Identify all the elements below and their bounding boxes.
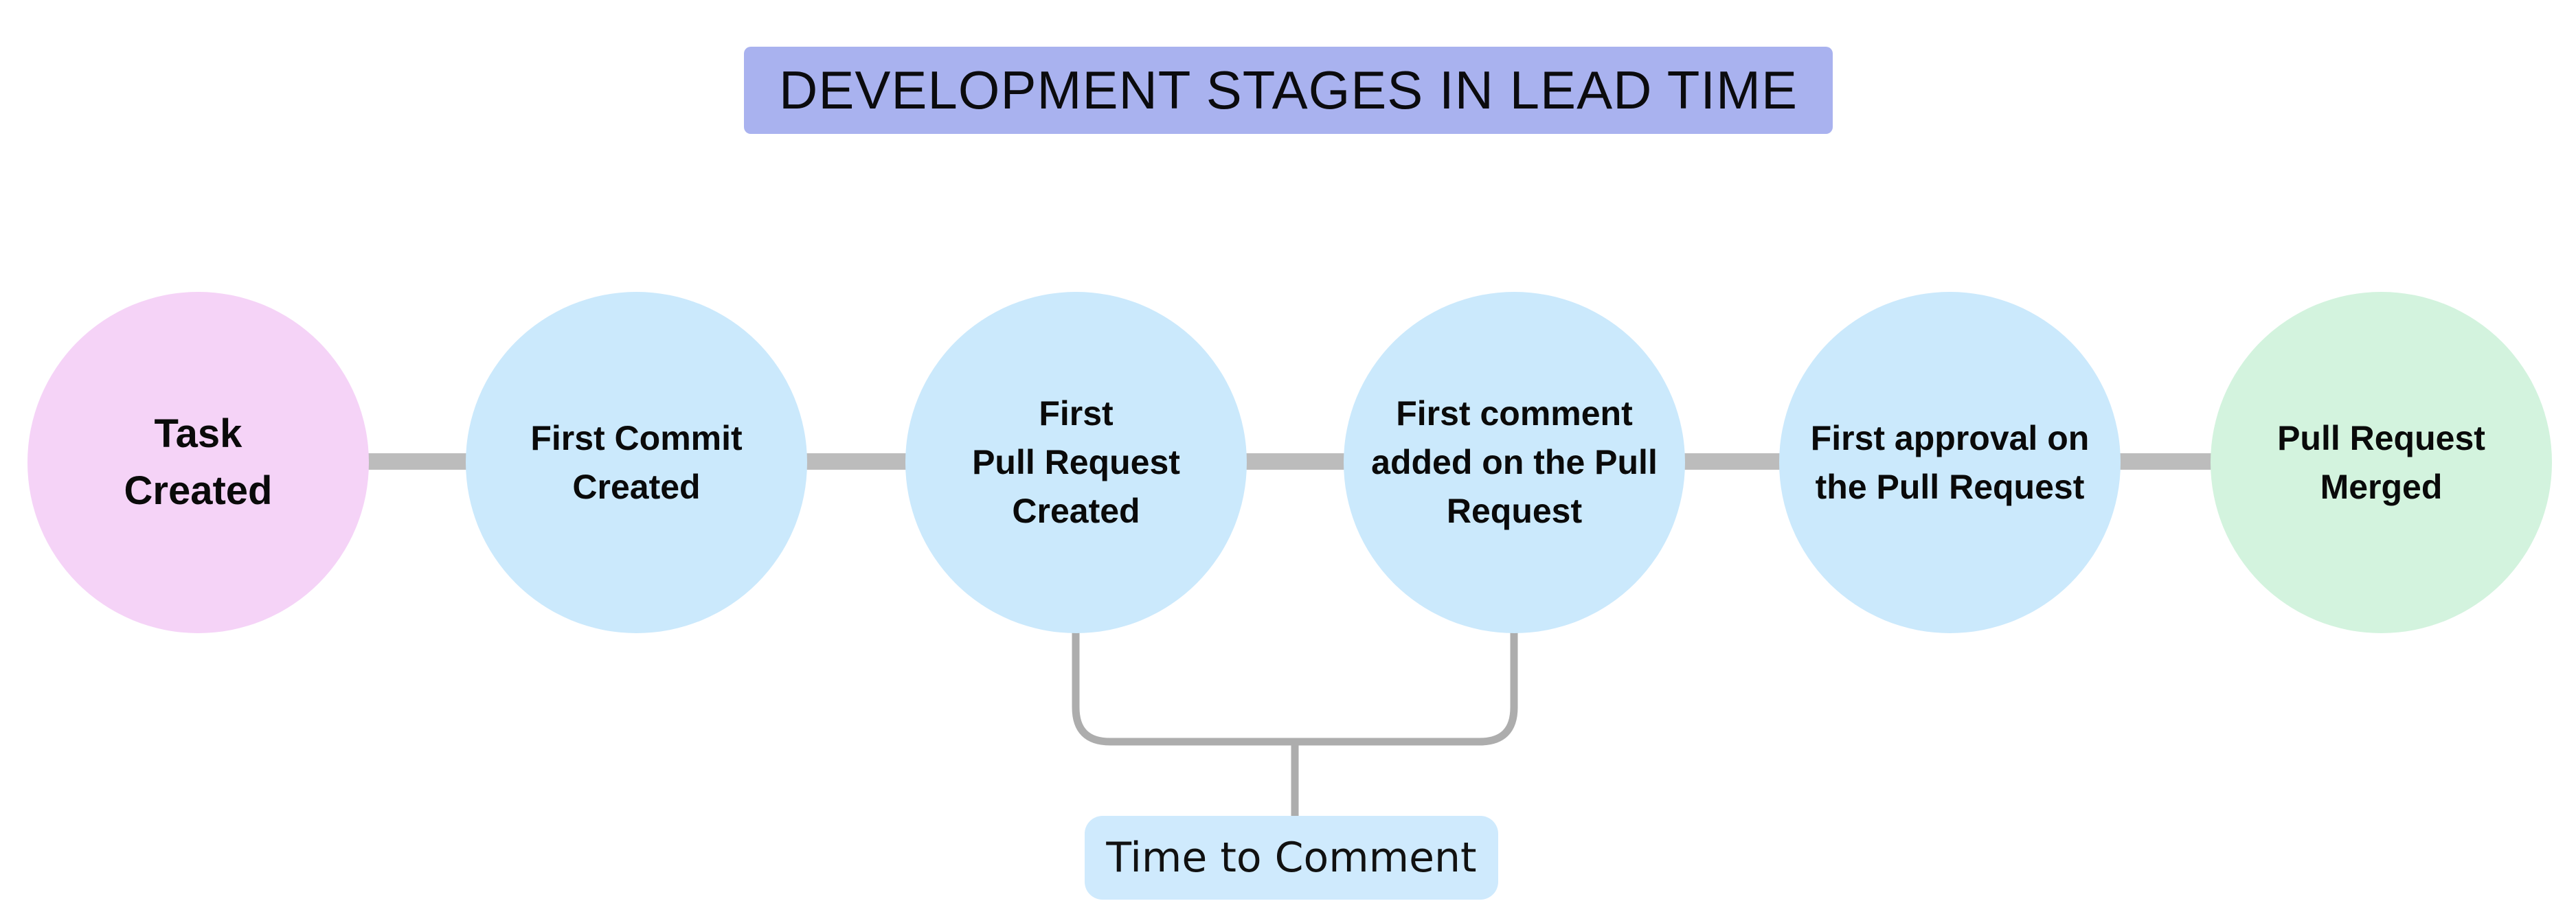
- page-title: DEVELOPMENT STAGES IN LEAD TIME: [778, 60, 1798, 120]
- stage-label: First approval on the Pull Request: [1810, 418, 2090, 506]
- stage-label: Task Created: [124, 411, 273, 513]
- time-to-comment-label: Time to Comment: [1085, 816, 1498, 900]
- title-banner: DEVELOPMENT STAGES IN LEAD TIME: [744, 47, 1833, 134]
- stage-circle-task-created: Task Created: [27, 292, 369, 633]
- bracket-curve: [1072, 630, 1518, 746]
- stage-label: First Commit Created: [530, 418, 743, 506]
- stage-label: Pull Request Merged: [2277, 418, 2485, 506]
- stage-circle-first-pull-request-created: First Pull Request Created: [905, 292, 1247, 633]
- stage-circle-first-commit-created: First Commit Created: [466, 292, 807, 633]
- stage-circle-first-approval: First approval on the Pull Request: [1779, 292, 2121, 633]
- stage-label: First comment added on the Pull Request: [1371, 394, 1658, 530]
- time-to-comment-text: Time to Comment: [1106, 834, 1477, 882]
- stage-label: First Pull Request Created: [972, 394, 1180, 530]
- stage-circle-first-comment-added: First comment added on the Pull Request: [1344, 292, 1685, 633]
- stage-circle-pull-request-merged: Pull Request Merged: [2211, 292, 2552, 633]
